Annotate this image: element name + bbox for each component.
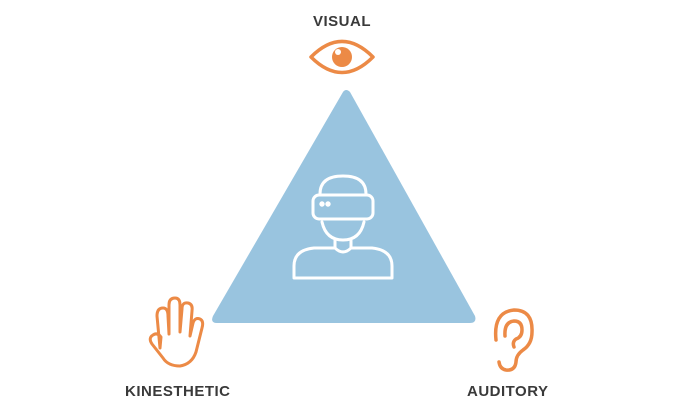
label-auditory: AUDITORY bbox=[467, 383, 549, 400]
hand-icon bbox=[148, 296, 205, 368]
label-visual: VISUAL bbox=[313, 13, 372, 30]
ear-icon bbox=[493, 308, 534, 372]
center-triangle bbox=[212, 90, 476, 323]
vr-headset-user-icon bbox=[292, 174, 394, 280]
label-kinesthetic: KINESTHETIC bbox=[125, 383, 231, 400]
eye-icon bbox=[309, 39, 375, 75]
